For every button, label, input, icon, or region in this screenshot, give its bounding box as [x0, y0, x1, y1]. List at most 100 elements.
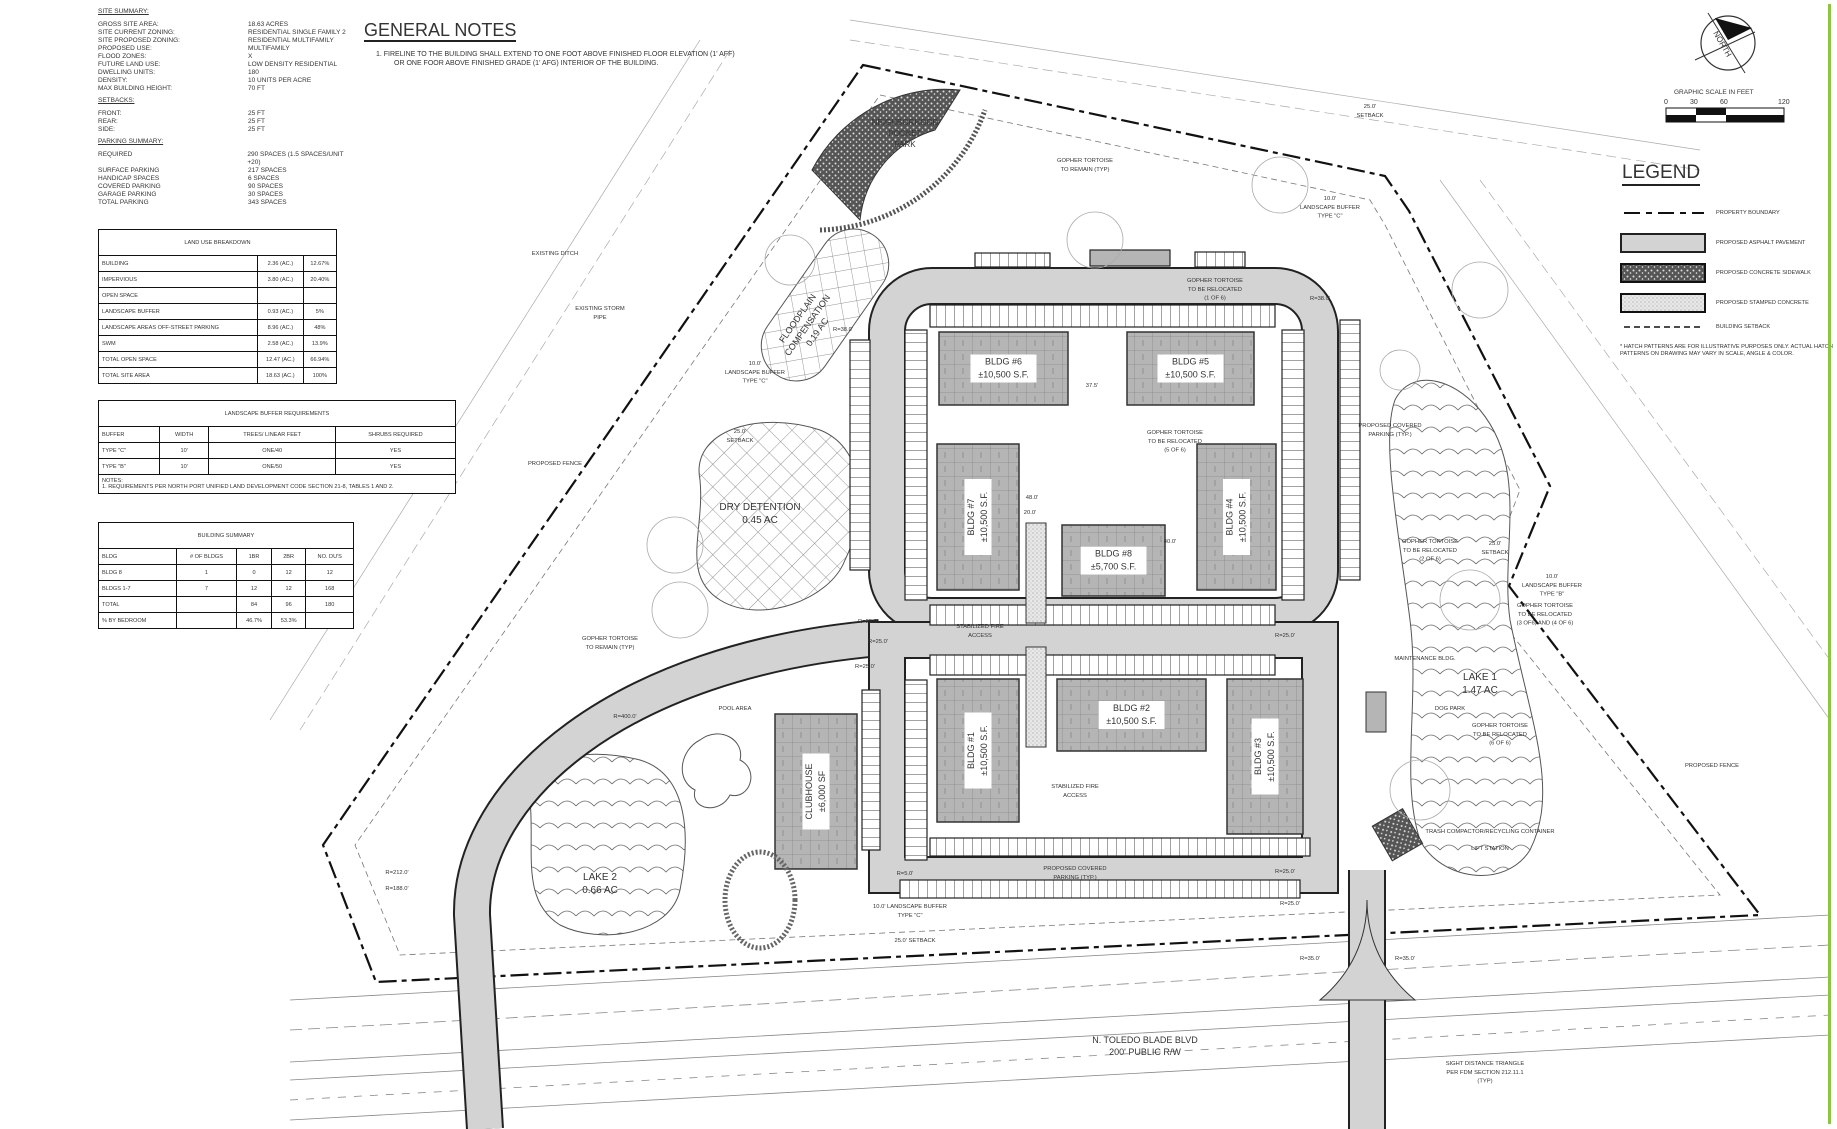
plan-label-r25e: R=25.0': [1275, 869, 1295, 875]
svg-text:37.5': 37.5': [1086, 383, 1098, 389]
svg-text:GOPHER TORTOISE: GOPHER TORTOISE: [1472, 723, 1528, 729]
building-label: BLDG #8: [1095, 549, 1132, 559]
svg-text:TO REMAIN (TYP): TO REMAIN (TYP): [586, 645, 635, 651]
svg-text:GOPHER TORTOISE: GOPHER TORTOISE: [1517, 603, 1573, 609]
svg-text:25.0': 25.0': [1489, 541, 1501, 547]
svg-text:(5 OF 6): (5 OF 6): [1164, 448, 1186, 454]
svg-text:SETBACK: SETBACK: [1481, 550, 1508, 556]
plan-label-setback_l: 25.0'SETBACK: [726, 429, 753, 444]
plan-label-ditch: EXISTING DITCH: [532, 251, 578, 257]
svg-text:EXISTING DITCH: EXISTING DITCH: [532, 251, 578, 257]
plan-label-d375: 37.5': [1086, 383, 1098, 389]
svg-text:TRASH COMPACTOR/RECYCLING CONT: TRASH COMPACTOR/RECYCLING CONTAINER: [1425, 829, 1554, 835]
offsite-lines: [269, 19, 1831, 731]
svg-text:10.0' LANDSCAPE BUFFER: 10.0' LANDSCAPE BUFFER: [873, 904, 947, 910]
dry-detention: [696, 421, 860, 611]
building-label: BLDG #2: [1113, 703, 1150, 713]
svg-text:40.0': 40.0': [1164, 539, 1176, 545]
table-title: BUILDING SUMMARY: [98, 522, 354, 549]
building-bldg3: BLDG #3±10,500 S.F.: [1226, 678, 1304, 835]
plan-label-r400: R=400.0': [613, 714, 636, 720]
svg-text:R=400.0': R=400.0': [613, 714, 636, 720]
svg-text:PROPOSED FENCE: PROPOSED FENCE: [528, 461, 582, 467]
summary-row: FUTURE LAND USE:LOW DENSITY RESIDENTIAL: [98, 61, 338, 68]
svg-text:R=25.0': R=25.0': [1280, 901, 1300, 907]
svg-text:(1 OF 6): (1 OF 6): [1204, 296, 1226, 302]
notes-title: NOTES:: [102, 478, 123, 484]
svg-text:48.0': 48.0': [1026, 495, 1038, 501]
legend-item-building-setback: BUILDING SETBACK: [1624, 324, 1771, 330]
plan-label-dry: DRY DETENTION 0.45 AC: [719, 502, 800, 526]
building-label: ±10,500 S.F.: [1106, 716, 1156, 726]
scale-tick: 120: [1778, 99, 1790, 106]
svg-text:ACCESS: ACCESS: [968, 633, 992, 639]
svg-text:LAKE 1: LAKE 1: [1463, 672, 1497, 683]
summary-row: MAX BUILDING HEIGHT:70 FT: [98, 85, 265, 92]
svg-text:LANDSCAPE BUFFER: LANDSCAPE BUFFER: [1300, 205, 1360, 211]
svg-text:0.45 AC: 0.45 AC: [742, 515, 778, 526]
summary-row: SITE PROPOSED ZONING:RESIDENTIAL MULTIFA…: [98, 37, 334, 44]
svg-text:GOPHER TORTOISE: GOPHER TORTOISE: [1057, 158, 1113, 164]
tree-circles: [646, 156, 1509, 821]
summary-row: FLOOD ZONES:X: [98, 53, 253, 60]
lake-1: [1389, 379, 1544, 876]
plan-label-setback_r: 25.0' SETBACK: [1481, 541, 1508, 556]
legend-item-concrete-sidewalk: PROPOSED CONCRETE SIDEWALK: [1620, 260, 1835, 286]
plan-label-gt_remain_top: GOPHER TORTOISE TO REMAIN (TYP): [1057, 158, 1113, 173]
svg-text:20.0': 20.0': [1024, 510, 1036, 516]
svg-text:TO REMAIN (TYP): TO REMAIN (TYP): [1061, 167, 1110, 173]
building-label: ±10,500 S.F.: [978, 370, 1028, 380]
building-bldg5: BLDG #5±10,500 S.F.: [1126, 331, 1255, 406]
svg-text:TYPE "C": TYPE "C": [897, 913, 922, 919]
general-notes: GENERAL NOTES 1. FIRELINE TO THE BUILDIN…: [364, 20, 744, 68]
svg-text:SIGHT DISTANCE TRIANGLE: SIGHT DISTANCE TRIANGLE: [1446, 1061, 1525, 1067]
legend-item-asphalt: PROPOSED ASPHALT PAVEMENT: [1620, 230, 1835, 256]
svg-text:NEIGHBORHOOD: NEIGHBORHOOD: [872, 118, 939, 127]
scale-tick: 30: [1690, 99, 1698, 106]
plan-label-fence_r: PROPOSED FENCE: [1685, 763, 1739, 769]
summary-row: REAR:25 FT: [98, 118, 265, 125]
table-title: LAND USE BREAKDOWN: [98, 229, 337, 256]
svg-text:R=212.0': R=212.0': [385, 870, 408, 876]
walking-path: [722, 849, 798, 951]
svg-text:N. TOLEDO BLADE BLVD: N. TOLEDO BLADE BLVD: [1092, 1035, 1198, 1045]
trash-compactor: [1371, 807, 1424, 862]
svg-text:PARKING (TYP.): PARKING (TYP.): [1368, 432, 1411, 438]
svg-text:25.0' SETBACK: 25.0' SETBACK: [894, 938, 935, 944]
svg-text:PROPOSED FENCE: PROPOSED FENCE: [1685, 763, 1739, 769]
pocket-park: [811, 88, 961, 222]
graphic-scale: GRAPHIC SCALE IN FEET 0 30 60 120: [1664, 89, 1790, 123]
svg-text:10.0': 10.0': [749, 361, 761, 367]
plan-label-r25d: R=25.0': [1275, 633, 1295, 639]
building-label: ±6,000 SF: [817, 770, 827, 812]
svg-text:DRY DETENTION: DRY DETENTION: [719, 502, 800, 513]
svg-text:PARK: PARK: [894, 140, 916, 149]
plan-label-r38a: R=38.0': [833, 327, 853, 333]
legend-item-stamped-concrete: PROPOSED STAMPED CONCRETE: [1620, 290, 1835, 316]
plan-label-r25c: R=25.0': [855, 664, 875, 670]
svg-text:TO BE RELOCATED: TO BE RELOCATED: [1473, 732, 1527, 738]
svg-text:GOPHER TORTOISE: GOPHER TORTOISE: [582, 636, 638, 642]
svg-text:EXISTING STORM: EXISTING STORM: [575, 306, 625, 312]
plan-label-d200: 20.0': [1024, 510, 1036, 516]
floodplain-compensation: [760, 228, 890, 382]
scale-title: GRAPHIC SCALE IN FEET: [1674, 89, 1753, 96]
legend-item-property-boundary: PROPERTY BOUNDARY: [1624, 210, 1780, 216]
svg-text:TO BE RELOCATED: TO BE RELOCATED: [1403, 548, 1457, 554]
plan-label-r188: R=188.0': [385, 886, 408, 892]
